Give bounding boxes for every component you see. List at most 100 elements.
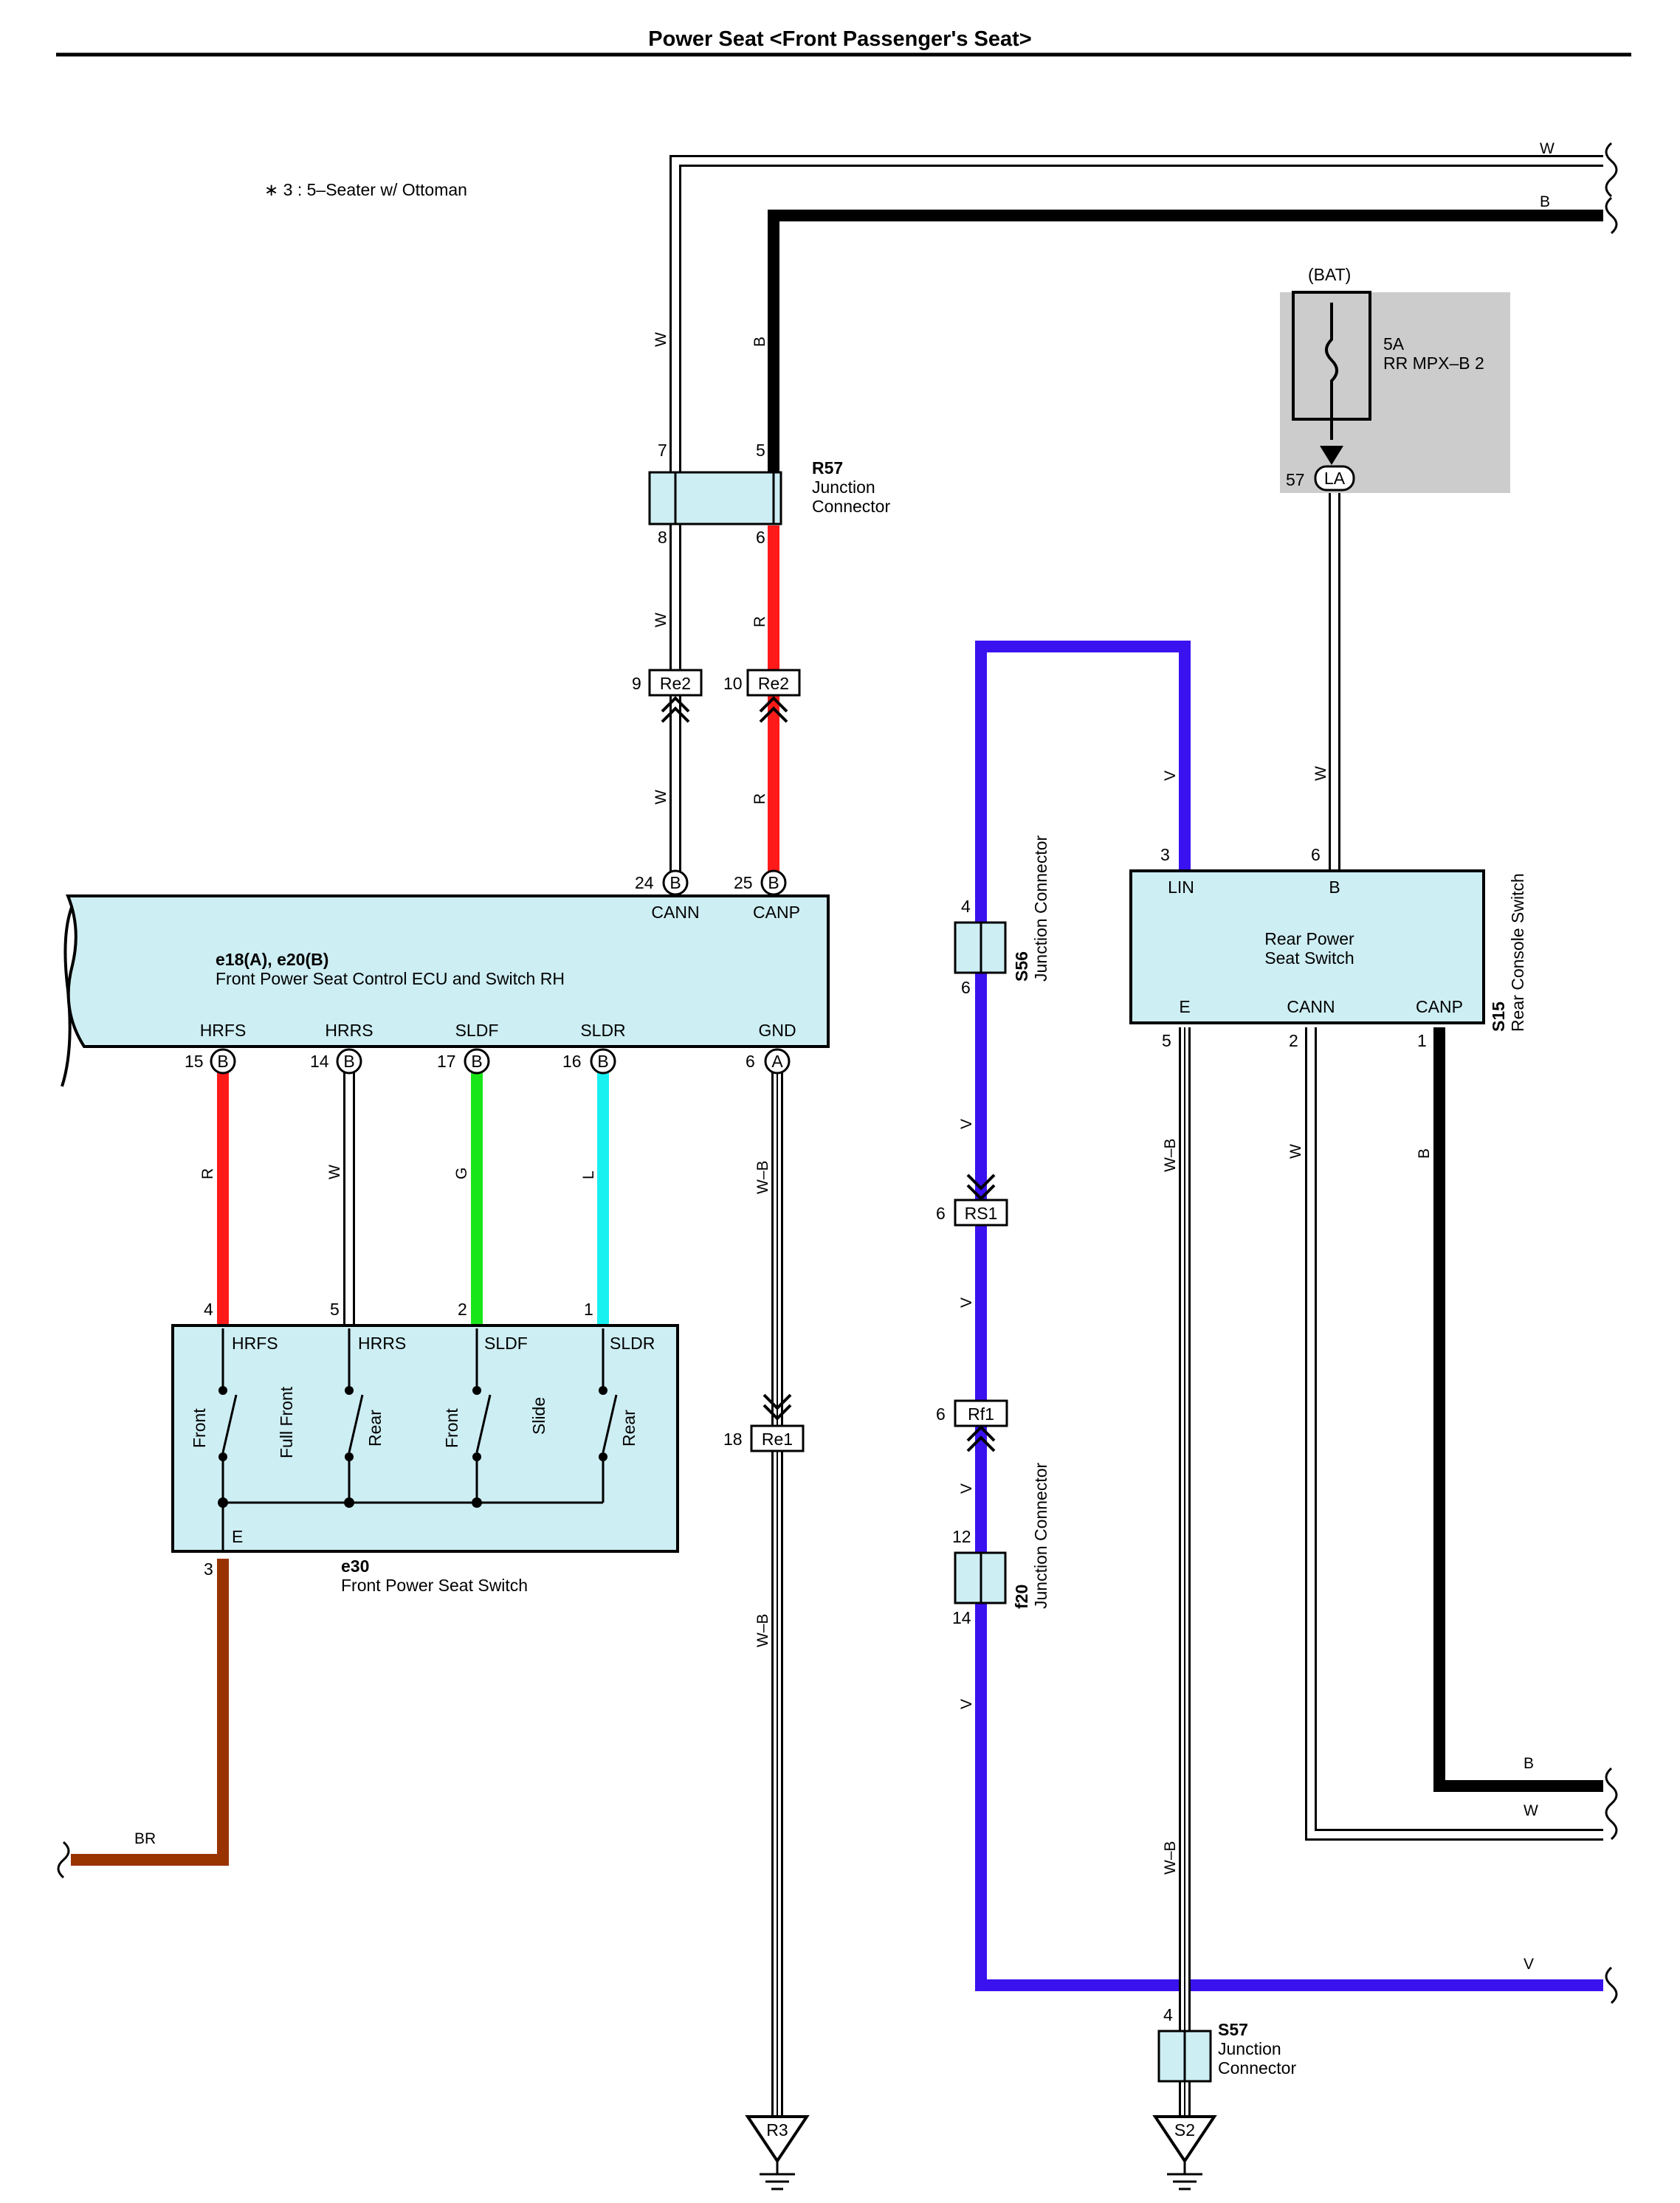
svg-text:W: W [326, 1165, 343, 1179]
ecu-term-sldf: SLDF [455, 1021, 499, 1040]
e30-switch-full-front: Full Front [277, 1386, 296, 1458]
s56-pin-4: 4 [961, 897, 971, 916]
f20-pin-14: 14 [952, 1608, 971, 1627]
rs1-pin-6: 6 [936, 1204, 946, 1223]
e30-front-power-seat-switch: 4 5 2 1 HRFS HRRS SLDF SLDR [171, 1300, 679, 1595]
svg-text:B: B [669, 873, 681, 892]
re1-chevron-down-icon [762, 1393, 792, 1421]
re2-connector-w: Re2 9 [632, 669, 703, 723]
ecu-pin-16: 16 [562, 1052, 582, 1071]
ecu-term-hrrs: HRRS [325, 1021, 373, 1040]
svg-text:L: L [580, 1171, 597, 1179]
wire-br [71, 1559, 229, 1866]
svg-text:W: W [1312, 766, 1329, 781]
svg-text:B: B [1524, 1755, 1534, 1772]
re1-pin-18: 18 [723, 1430, 743, 1449]
svg-text:V: V [1524, 1956, 1534, 1973]
re2-chevron-up-icon [661, 696, 690, 723]
s56-code: S56 [1012, 951, 1031, 982]
s57-line1: Junction [1218, 2039, 1281, 2058]
s15-term-cann: CANN [1287, 997, 1335, 1016]
svg-text:Re2: Re2 [758, 674, 789, 693]
s15-name: Rear Console Switch [1508, 873, 1527, 1032]
svg-text:G: G [453, 1168, 470, 1179]
ecu-pin-6: 6 [746, 1052, 755, 1071]
ecu-term-sldr: SLDR [580, 1021, 625, 1040]
r57-junction-connector: 7 5 8 6 R57 Junction Connector [648, 441, 890, 547]
e30-name: Front Power Seat Switch [341, 1576, 528, 1595]
re1-connector: Re1 18 [723, 1393, 805, 1452]
s15-term-canp: CANP [1416, 997, 1463, 1016]
svg-text:W–B: W–B [1162, 1841, 1179, 1875]
s15-term-b: B [1329, 878, 1340, 897]
ecu-front-power-seat: e18(A), e20(B) Front Power Seat Control … [66, 869, 830, 1075]
e30-switch-rear-1: Rear [365, 1410, 385, 1447]
e30-pin-3: 3 [204, 1559, 213, 1579]
re2-chevron-up-icon [759, 696, 788, 723]
r57-code: R57 [812, 458, 843, 478]
r57-pin-8: 8 [658, 528, 667, 547]
svg-text:W: W [653, 332, 669, 347]
ecu-pin-24: 24 [635, 873, 654, 892]
svg-text:V: V [958, 1483, 975, 1494]
svg-text:R3: R3 [766, 2120, 788, 2140]
svg-text:W–B: W–B [1162, 1138, 1179, 1172]
wire-labels: W B W B W R W R W V R W G L W–B W–B V V … [134, 140, 1555, 1973]
wire-b-top [768, 210, 1603, 472]
ecu-pin-15: 15 [185, 1052, 204, 1071]
svg-text:B: B [768, 873, 779, 892]
svg-text:Rf1: Rf1 [968, 1404, 994, 1424]
svg-text:B: B [217, 1052, 228, 1071]
wire-b-s15-canp [1433, 1027, 1603, 1792]
option-note: ∗ 3 : 5–Seater w/ Ottoman [264, 180, 467, 199]
e30-pin-5: 5 [330, 1300, 340, 1319]
r57-line1: Junction [812, 478, 875, 497]
fuse-rating: 5A [1383, 334, 1405, 354]
svg-text:V: V [958, 1297, 975, 1308]
r57-pin-6: 6 [756, 528, 765, 547]
svg-text:W–B: W–B [754, 1160, 771, 1194]
rs1-connector: RS1 6 [936, 1173, 1008, 1227]
re2-pin-9: 9 [632, 674, 641, 693]
ecu-term-cann: CANN [651, 903, 699, 922]
svg-text:B: B [751, 337, 768, 347]
fuse-name: RR MPX–B 2 [1383, 354, 1484, 373]
e30-switch-slide: Slide [529, 1397, 548, 1435]
e30-term-e: E [232, 1527, 243, 1546]
r57-pin-7: 7 [658, 441, 667, 460]
s57-line2: Connector [1218, 2058, 1296, 2078]
svg-text:V: V [958, 1699, 975, 1709]
wire-w-top [669, 155, 1603, 880]
e30-switch-rear-2: Rear [619, 1410, 638, 1447]
fuse-source: (BAT) [1308, 265, 1351, 284]
rf1-pin-6: 6 [936, 1404, 946, 1424]
svg-text:W: W [1540, 140, 1555, 157]
ecu-pin-17: 17 [437, 1052, 456, 1071]
svg-text:B: B [343, 1052, 354, 1071]
fuse-icon [1325, 303, 1338, 440]
s15-term-e: E [1179, 997, 1190, 1016]
svg-text:V: V [958, 1119, 975, 1129]
s15-pin-3: 3 [1160, 845, 1170, 864]
e30-pin-1: 1 [584, 1300, 593, 1319]
s15-code: S15 [1489, 1001, 1508, 1032]
s15-pin-5: 5 [1162, 1031, 1171, 1050]
svg-text:W: W [653, 790, 669, 804]
svg-text:R: R [199, 1168, 216, 1179]
s57-pin-4: 4 [1163, 2005, 1173, 2024]
re2-connector-r: Re2 10 [723, 669, 801, 723]
re2-pin-10: 10 [723, 674, 743, 693]
ecu-term-hrfs: HRFS [200, 1021, 247, 1040]
svg-text:V: V [1162, 770, 1179, 781]
s56-pin-6: 6 [961, 978, 971, 997]
f20-code: f20 [1012, 1585, 1031, 1609]
rf1-connector: Rf1 6 [936, 1399, 1008, 1452]
fuse-connector-tag [1314, 465, 1355, 492]
svg-text:Re1: Re1 [762, 1430, 793, 1449]
s15-pin-6: 6 [1311, 845, 1321, 864]
ecu-pin-25: 25 [734, 873, 753, 892]
r57-line2: Connector [812, 497, 890, 516]
svg-text:B: B [1540, 193, 1550, 210]
svg-text:Re2: Re2 [660, 674, 691, 693]
svg-text:W–B: W–B [754, 1613, 771, 1647]
